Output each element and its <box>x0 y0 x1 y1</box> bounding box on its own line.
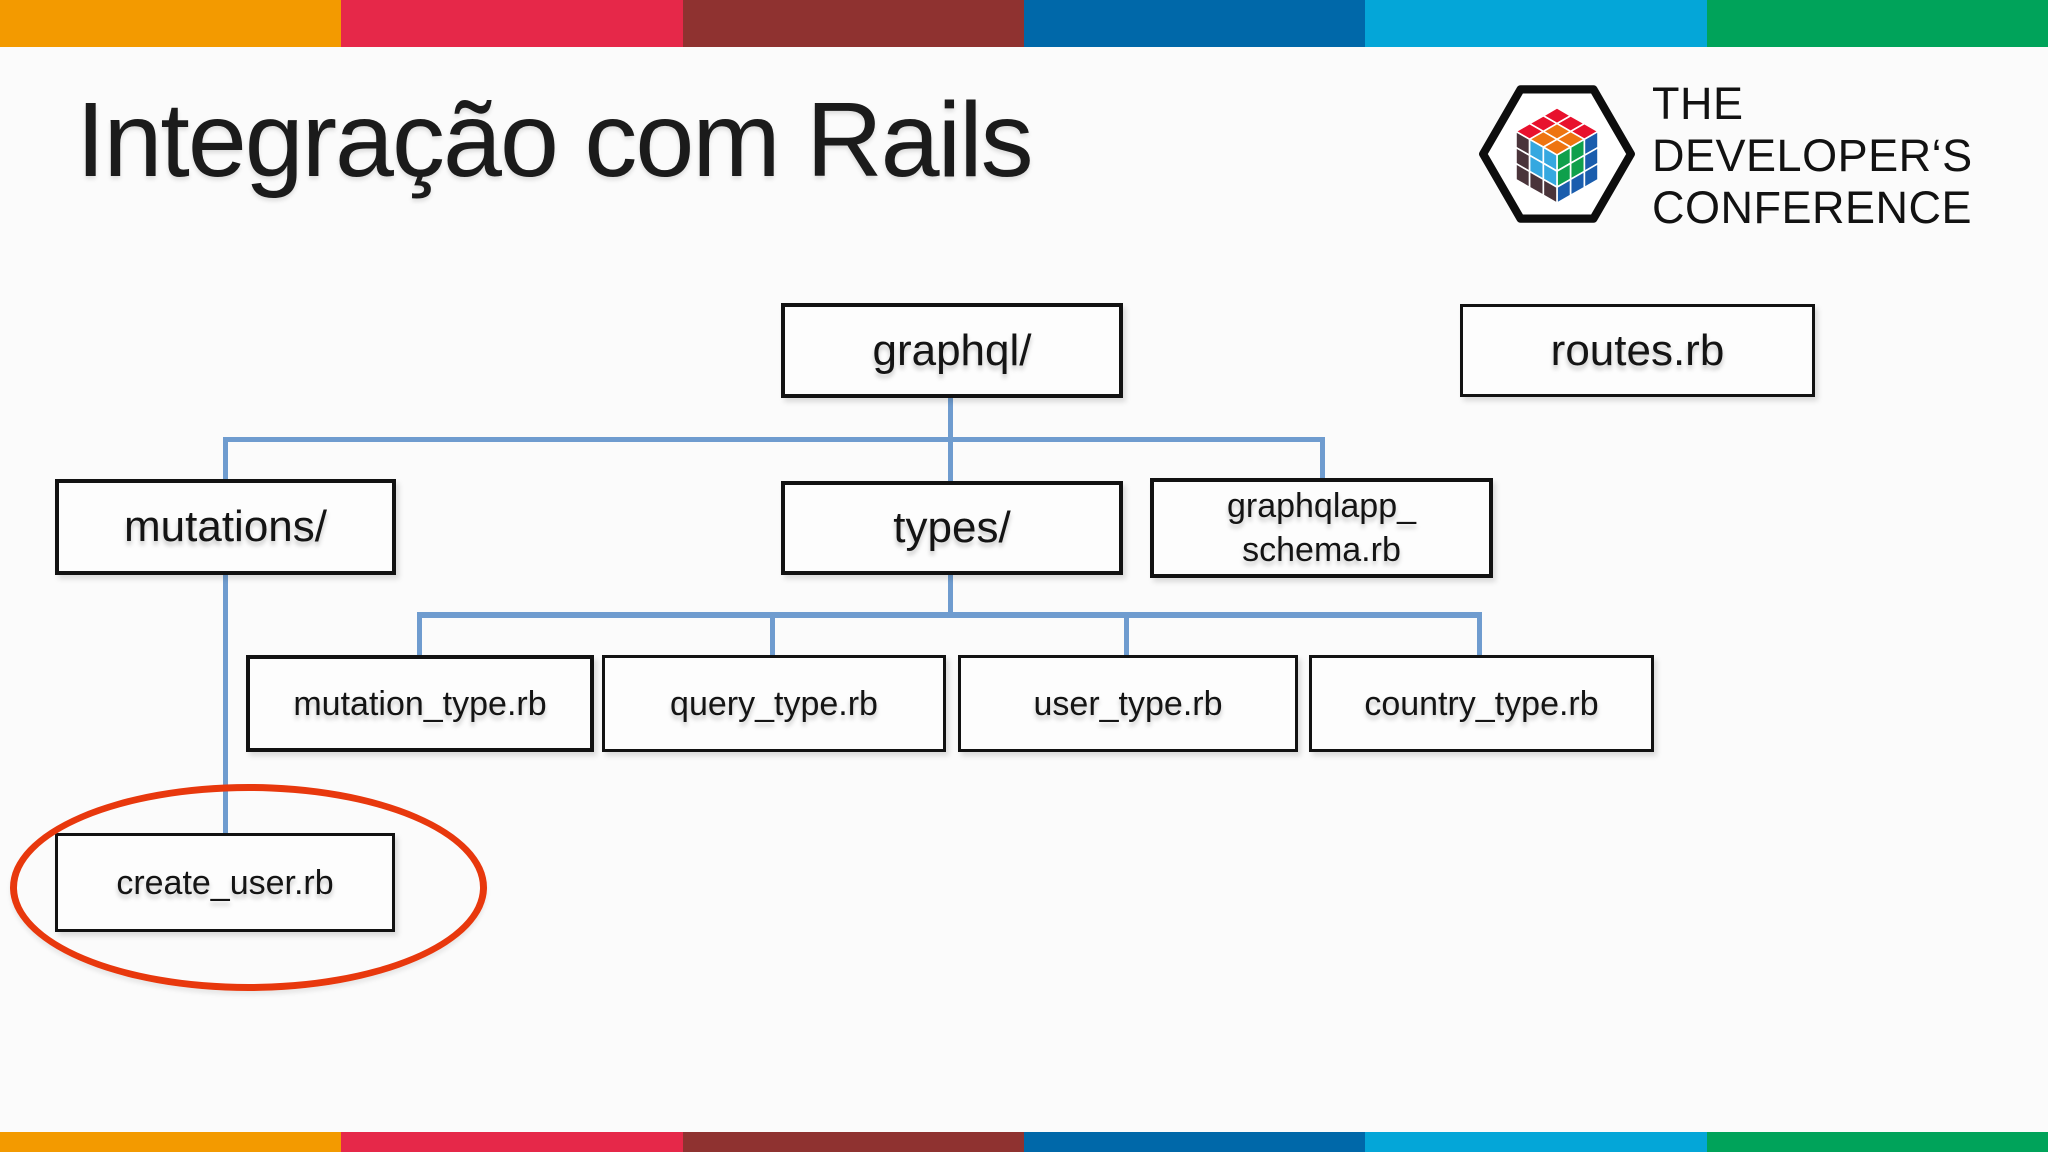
connector-to-user-type <box>1124 616 1129 657</box>
node-label: graphqlapp_ schema.rb <box>1226 487 1417 569</box>
node-label: query_type.rb <box>670 684 878 723</box>
bar-segment-green <box>1706 1132 2048 1152</box>
node-label: country_type.rb <box>1364 684 1599 723</box>
node-user-type-rb: user_type.rb <box>958 655 1298 752</box>
connector-types-to-children <box>948 573 953 616</box>
bar-segment-maroon <box>682 0 1024 47</box>
node-graphql-dir: graphql/ <box>781 303 1123 398</box>
brand-bar-top <box>0 0 2048 47</box>
tdc-logo: THE DEVELOPER‘S CONFERENCE <box>1478 78 1978 233</box>
node-mutations-dir: mutations/ <box>55 479 396 575</box>
cube-left-face <box>1515 130 1558 205</box>
tdc-cube-icon <box>1479 85 1635 223</box>
node-label: types/ <box>893 503 1011 552</box>
bar-segment-lightblue <box>1365 1132 1707 1152</box>
node-query-type-rb: query_type.rb <box>602 655 946 752</box>
brand-bar-bottom <box>0 1132 2048 1152</box>
connector-main-horizontal <box>223 437 1325 442</box>
bar-segment-orange <box>0 0 342 47</box>
highlight-ellipse-create-user <box>10 784 487 991</box>
node-label: mutations/ <box>124 502 327 551</box>
node-label: routes.rb <box>1550 325 1725 375</box>
connector-to-mutations <box>223 440 228 481</box>
connector-to-schema <box>1320 440 1325 480</box>
page-title: Integração com Rails <box>76 81 1034 199</box>
node-label: mutation_type.rb <box>293 684 547 723</box>
node-label: user_type.rb <box>1033 684 1223 723</box>
cube-top-face <box>1515 107 1599 156</box>
bar-segment-maroon <box>682 1132 1024 1152</box>
logo-line-the: THE <box>1652 78 1744 129</box>
connector-to-country-type <box>1477 616 1482 657</box>
node-types-dir: types/ <box>781 481 1123 575</box>
bar-segment-blue <box>1023 0 1366 47</box>
node-graphqlapp-schema-rb: graphqlapp_ schema.rb <box>1150 478 1493 578</box>
bar-segment-lightblue <box>1365 0 1707 47</box>
connector-mutations-to-create-user <box>223 573 228 835</box>
bar-segment-crimson <box>341 1132 683 1152</box>
node-label: graphql/ <box>872 325 1032 375</box>
connector-types-horizontal <box>417 612 1482 618</box>
connector-to-query-type <box>770 616 775 657</box>
bar-segment-green <box>1706 0 2048 47</box>
node-mutation-type-rb: mutation_type.rb <box>246 655 594 752</box>
bar-segment-crimson <box>341 0 683 47</box>
node-routes-rb: routes.rb <box>1460 304 1815 397</box>
logo-line-conference: CONFERENCE <box>1652 182 1973 233</box>
logo-line-developers: DEVELOPER‘S <box>1652 130 1973 181</box>
connector-to-mutation-type <box>417 616 422 657</box>
bar-segment-blue <box>1023 1132 1366 1152</box>
cube-right-face <box>1556 130 1599 205</box>
node-country-type-rb: country_type.rb <box>1309 655 1654 752</box>
tdc-logo-text: THE DEVELOPER‘S CONFERENCE <box>1652 78 1973 234</box>
bar-segment-orange <box>0 1132 342 1152</box>
